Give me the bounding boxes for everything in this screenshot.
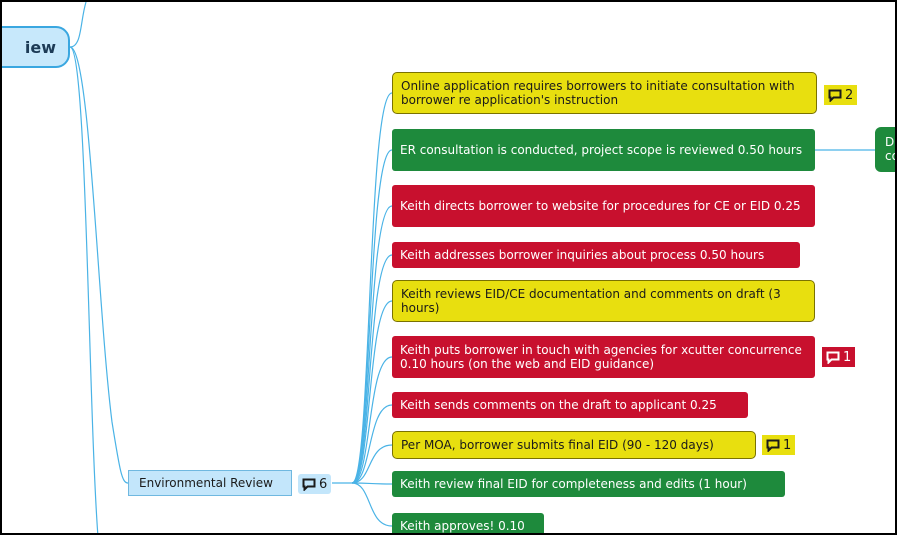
- task-node-label: Keith addresses borrower inquiries about…: [400, 248, 765, 262]
- comment-icon: [826, 351, 840, 364]
- task-node-label: Keith sends comments on the draft to app…: [400, 398, 717, 412]
- task-node-8[interactable]: Per MOA, borrower submits final EID (90 …: [392, 431, 756, 459]
- task-comment-badge[interactable]: 2: [824, 85, 858, 105]
- comment-count: 1: [843, 349, 852, 365]
- connector-line: [351, 300, 393, 484]
- comment-count: 2: [845, 87, 854, 103]
- connector-line: [69, 2, 87, 48]
- connector-line: [351, 404, 393, 484]
- comment-icon: [828, 89, 842, 102]
- partial-green-node[interactable]: D co: [875, 127, 895, 172]
- task-node-10[interactable]: Keith approves! 0.10: [392, 513, 544, 533]
- task-node-label: Per MOA, borrower submits final EID (90 …: [401, 438, 714, 452]
- connector-line: [351, 149, 393, 484]
- task-node-label: Keith reviews EID/CE documentation and c…: [401, 287, 781, 315]
- task-node-9[interactable]: Keith review final EID for completeness …: [392, 471, 785, 497]
- task-node-label: ER consultation is conducted, project sc…: [400, 143, 803, 157]
- root-node-label: iew: [24, 37, 56, 57]
- task-node-3[interactable]: Keith directs borrower to website for pr…: [392, 185, 815, 227]
- task-node-6[interactable]: Keith puts borrower in touch with agenci…: [392, 336, 815, 378]
- task-node-5[interactable]: Keith reviews EID/CE documentation and c…: [392, 280, 815, 322]
- partial-node-line2: co: [885, 149, 895, 163]
- connector-line: [351, 205, 393, 484]
- connector-line: [351, 444, 393, 484]
- task-node-7[interactable]: Keith sends comments on the draft to app…: [392, 392, 748, 418]
- connector-line: [351, 254, 393, 484]
- comment-icon: [302, 478, 316, 491]
- task-comment-badge[interactable]: 1: [822, 347, 856, 367]
- task-node-label: Keith puts borrower in touch with agenci…: [400, 343, 802, 371]
- connector-line: [351, 482, 393, 485]
- task-node-label: Online application requires borrowers to…: [401, 79, 795, 107]
- partial-node-line1: D: [885, 135, 895, 149]
- connector-line: [69, 46, 99, 533]
- comment-count: 6: [319, 476, 328, 492]
- environmental-review-node[interactable]: Environmental Review: [128, 470, 292, 496]
- task-node-4[interactable]: Keith addresses borrower inquiries about…: [392, 242, 800, 268]
- task-node-label: Keith approves! 0.10: [400, 519, 525, 533]
- connector-line: [351, 482, 393, 527]
- connector-line: [69, 46, 129, 484]
- task-node-label: Keith review final EID for completeness …: [400, 477, 747, 491]
- task-node-label: Keith directs borrower to website for pr…: [400, 199, 801, 213]
- environmental-review-label: Environmental Review: [139, 476, 273, 490]
- comment-count: 1: [783, 437, 792, 453]
- task-node-2[interactable]: ER consultation is conducted, project sc…: [392, 129, 815, 171]
- task-node-1[interactable]: Online application requires borrowers to…: [392, 72, 817, 114]
- connector-line: [351, 356, 393, 484]
- task-comment-badge[interactable]: 1: [762, 435, 796, 455]
- comment-icon: [766, 439, 780, 452]
- root-node[interactable]: iew: [2, 26, 70, 68]
- environmental-review-comment-badge[interactable]: 6: [298, 474, 332, 494]
